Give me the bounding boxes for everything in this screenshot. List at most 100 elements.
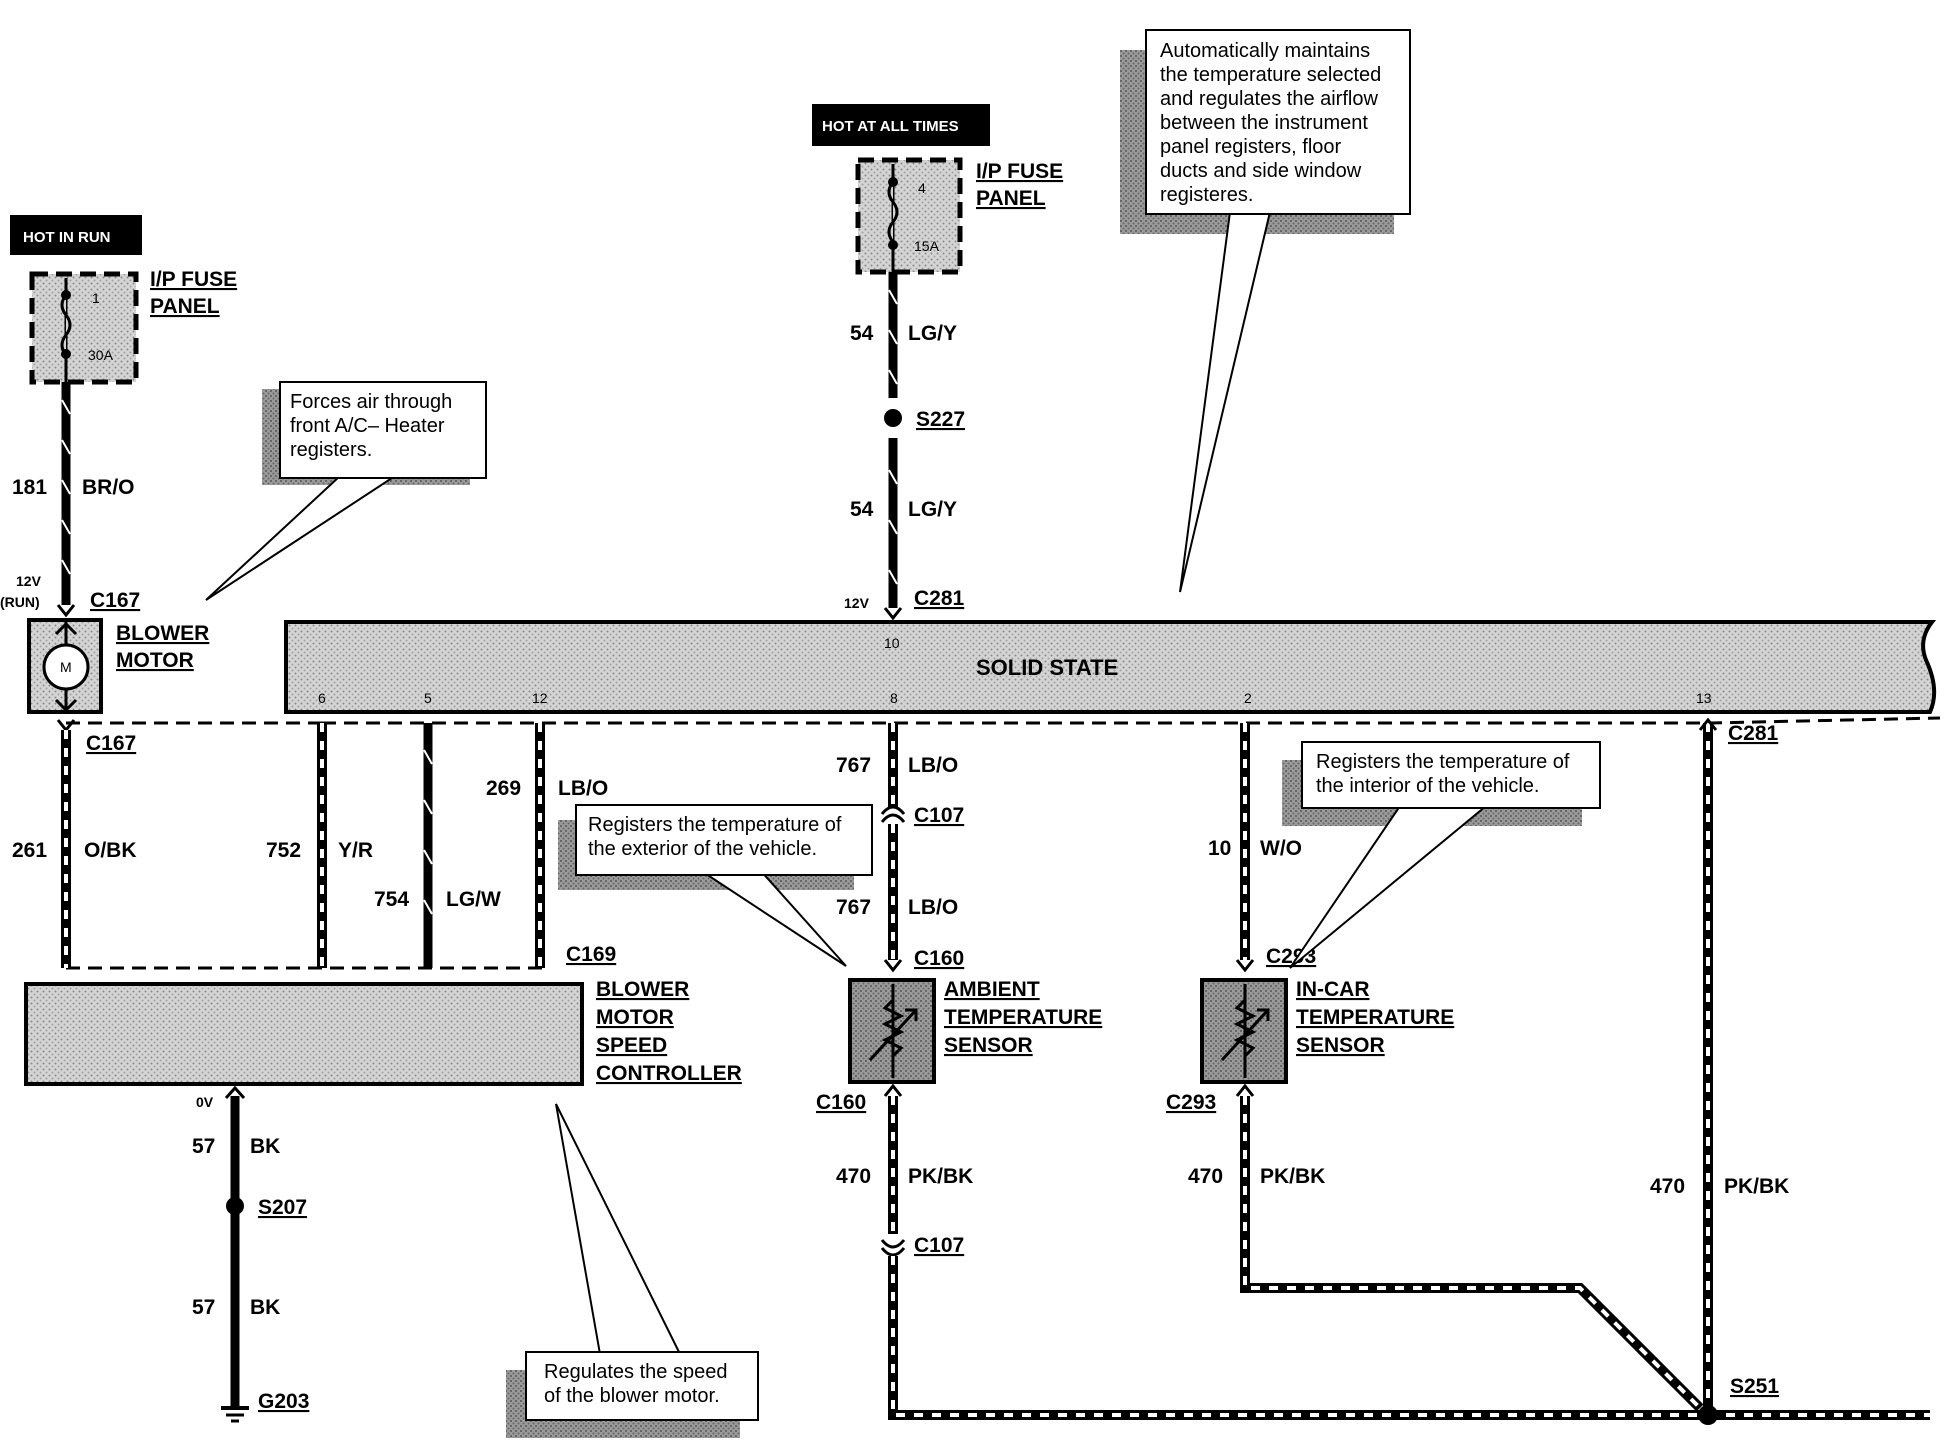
connector-c281-right: C281 <box>1728 722 1779 745</box>
wire-269-color: LB/O <box>558 777 608 800</box>
note-module: Automatically maintains the temperature … <box>1120 29 1411 593</box>
wire-181-color: BR/O <box>82 476 135 499</box>
connector-c160-top: C160 <box>914 947 964 970</box>
wire-10 <box>1235 723 1255 973</box>
wire-767 <box>880 723 906 973</box>
wire-261-num: 261 <box>12 839 47 862</box>
ground-symbol <box>221 1406 249 1423</box>
ambient-label-2: TEMPERATURE <box>944 1006 1102 1029</box>
blower-motor-label-1: BLOWER <box>116 622 209 645</box>
svg-text:the interior of the vehicle.: the interior of the vehicle. <box>1316 775 1539 797</box>
controller-label-3: SPEED <box>596 1034 667 1057</box>
controller-label-4: CONTROLLER <box>596 1062 742 1085</box>
wire-54b-color: LG/Y <box>908 498 957 521</box>
incar-label-3: SENSOR <box>1296 1034 1385 1057</box>
hot-in-run-tag: HOT IN RUN <box>10 215 142 255</box>
incar-label-2: TEMPERATURE <box>1296 1006 1454 1029</box>
svg-text:1: 1 <box>92 290 100 306</box>
connector-c167-bottom: C167 <box>86 732 136 755</box>
wire-470c-color: PK/BK <box>1724 1175 1789 1198</box>
connector-c107-bottom: C107 <box>914 1234 964 1257</box>
pin-10: 10 <box>884 635 900 651</box>
svg-text:Registers the temperature of: Registers the temperature of <box>588 814 842 836</box>
wire-470a-num: 470 <box>836 1165 871 1188</box>
wire-181-num: 181 <box>12 476 47 499</box>
svg-text:Regulates the speed: Regulates the speed <box>544 1361 727 1383</box>
svg-text:of the blower motor.: of the blower motor. <box>544 1385 720 1407</box>
svg-text:Automatically maintains: Automatically maintains <box>1160 40 1370 62</box>
svg-text:15A: 15A <box>914 238 940 254</box>
connector-c160-bottom: C160 <box>816 1091 866 1114</box>
wire-470-pin13 <box>1698 717 1930 1420</box>
fuse-center-label-1: I/P FUSE <box>976 160 1063 183</box>
wire-10-color: W/O <box>1260 837 1302 860</box>
svg-text:Forces air through: Forces air through <box>290 391 452 413</box>
fuse-center-label-2: PANEL <box>976 187 1046 210</box>
controller-label-2: MOTOR <box>596 1006 674 1029</box>
blower-motor: M <box>27 618 103 714</box>
solid-state-module <box>284 620 1937 714</box>
pin-13: 13 <box>1696 690 1712 706</box>
wire-767a-num: 767 <box>836 754 871 777</box>
svg-text:4: 4 <box>918 180 926 196</box>
connector-c169: C169 <box>566 943 616 966</box>
wire-754 <box>423 723 433 968</box>
wire-470c-num: 470 <box>1650 1175 1685 1198</box>
pin-8: 8 <box>890 690 898 706</box>
voltage-0v: 0V <box>196 1094 214 1110</box>
svg-text:the exterior of the vehicle.: the exterior of the vehicle. <box>588 838 817 860</box>
wire-181 <box>61 382 71 605</box>
wire-54a-num: 54 <box>850 322 874 345</box>
fuse-left-label-2: PANEL <box>150 295 220 318</box>
note-incar: Registers the temperature of the interio… <box>1282 741 1601 969</box>
wire-57 <box>224 1085 246 1408</box>
svg-text:and regulates the airflow: and regulates the airflow <box>1160 88 1378 110</box>
ambient-temperature-sensor <box>848 978 936 1084</box>
wire-57a-color: BK <box>250 1135 280 1158</box>
svg-text:the temperature selected: the temperature selected <box>1160 64 1381 86</box>
wire-752-num: 752 <box>266 839 301 862</box>
svg-text:registeres.: registeres. <box>1160 184 1253 206</box>
splice-s251-label: S251 <box>1730 1375 1779 1398</box>
wire-54 <box>883 272 903 621</box>
wire-754-num: 754 <box>374 888 409 911</box>
blower-motor-speed-controller <box>24 982 584 1086</box>
connector-c281-top: C281 <box>914 587 965 610</box>
fuse-left-label-1: I/P FUSE <box>150 268 237 291</box>
wire-767a-color: LB/O <box>908 754 958 777</box>
wire-269-num: 269 <box>486 777 521 800</box>
incar-label-1: IN-CAR <box>1296 978 1370 1001</box>
fuse-center: 4 15A <box>855 157 963 275</box>
splice-s227 <box>884 409 902 427</box>
svg-text:30A: 30A <box>88 347 114 363</box>
voltage-c281: 12V <box>844 595 870 611</box>
note-ambient: Registers the temperature of the exterio… <box>558 804 873 967</box>
voltage-12v-run: 12V <box>16 573 42 589</box>
controller-label-1: BLOWER <box>596 978 689 1001</box>
ambient-label-3: SENSOR <box>944 1034 1033 1057</box>
wire-261-color: O/BK <box>84 839 137 862</box>
svg-text:HOT IN RUN: HOT IN RUN <box>23 229 111 246</box>
voltage-run-label: (RUN) <box>0 594 40 610</box>
wire-752-color: Y/R <box>338 839 373 862</box>
wire-470b-num: 470 <box>1188 1165 1223 1188</box>
pin-5: 5 <box>424 690 432 706</box>
splice-s227-label: S227 <box>916 408 965 431</box>
motor-symbol: M <box>60 659 72 675</box>
splice-s251 <box>1698 1405 1718 1425</box>
wire-54a-color: LG/Y <box>908 322 957 345</box>
hot-at-all-times-tag: HOT AT ALL TIMES <box>812 104 990 146</box>
wire-754-color: LG/W <box>446 888 501 911</box>
ambient-label-1: AMBIENT <box>944 978 1040 1001</box>
svg-text:Registers the temperature of: Registers the temperature of <box>1316 751 1570 773</box>
connector-c107-top: C107 <box>914 804 964 827</box>
note-controller: Regulates the speed of the blower motor. <box>506 1103 759 1438</box>
connector-c167-top: C167 <box>90 589 140 612</box>
ground-g203-label: G203 <box>258 1390 309 1413</box>
wire-767b-num: 767 <box>836 896 871 919</box>
splice-s207 <box>226 1197 244 1215</box>
wire-470-ambient <box>880 1083 1708 1420</box>
connector-c293-bottom: C293 <box>1166 1091 1216 1114</box>
svg-text:registers.: registers. <box>290 439 372 461</box>
